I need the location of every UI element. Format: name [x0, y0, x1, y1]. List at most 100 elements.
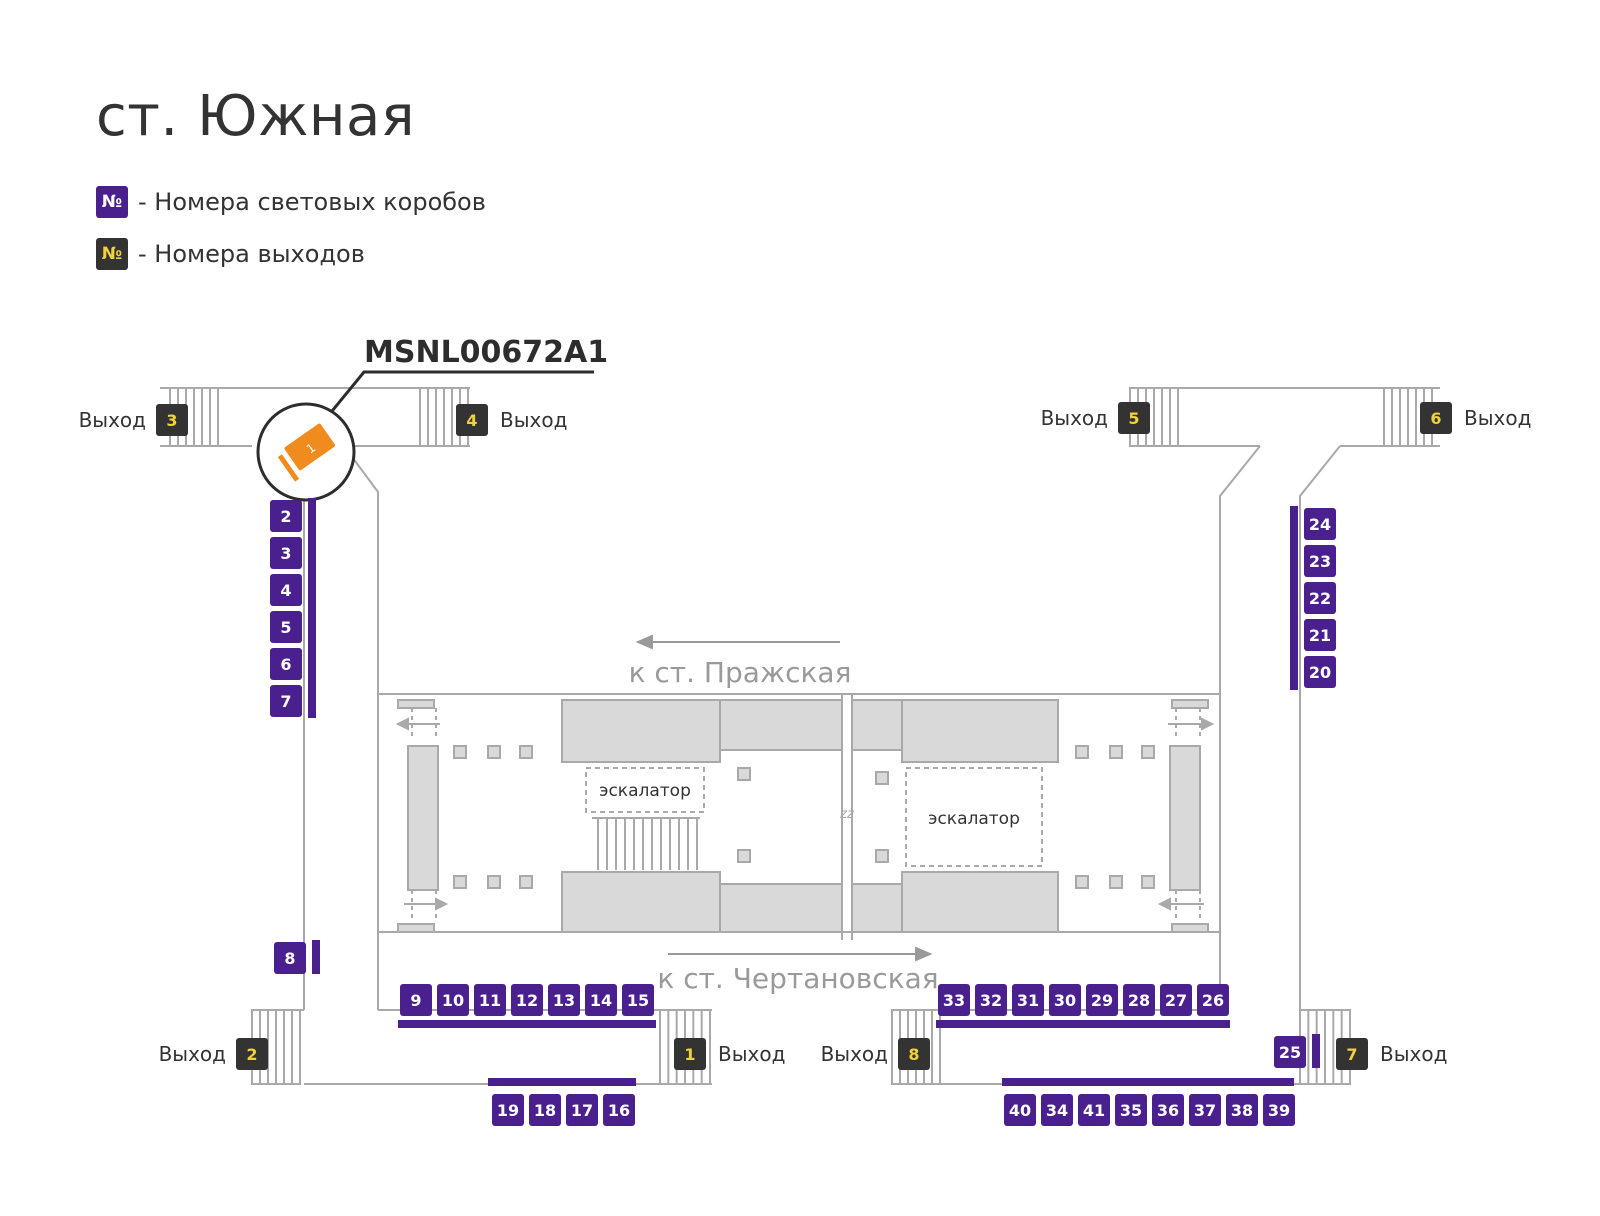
light-box-wall-bar: [488, 1078, 636, 1086]
light-box-19[interactable]: 19: [492, 1094, 524, 1126]
light-box-34[interactable]: 34: [1041, 1094, 1073, 1126]
exit-number: 5: [1128, 409, 1139, 428]
light-box-4[interactable]: 4: [270, 574, 302, 606]
light-box-number: 31: [1017, 991, 1039, 1010]
light-box-number: 7: [280, 692, 291, 711]
light-box-number: 26: [1202, 991, 1224, 1010]
light-box-21[interactable]: 21: [1304, 619, 1336, 651]
exit-7[interactable]: 7 Выход: [1336, 1038, 1447, 1070]
light-box-number: 14: [590, 991, 612, 1010]
legend-exit-label: - Номера выходов: [138, 240, 365, 268]
legend-exit-swatch: №: [96, 238, 128, 270]
light-box-number: 38: [1231, 1101, 1253, 1120]
exit-1[interactable]: 1 Выход: [674, 1038, 785, 1070]
light-box-number: 29: [1091, 991, 1113, 1010]
exit-label: Выход: [1380, 1042, 1447, 1066]
light-box-2[interactable]: 2: [270, 500, 302, 532]
light-box-number: 35: [1120, 1101, 1142, 1120]
light-box-number: 16: [608, 1101, 630, 1120]
light-box-39[interactable]: 39: [1263, 1094, 1295, 1126]
light-box-41[interactable]: 41: [1078, 1094, 1110, 1126]
light-box-10[interactable]: 10: [437, 984, 469, 1016]
light-box-30[interactable]: 30: [1049, 984, 1081, 1016]
light-box-number: 24: [1309, 515, 1331, 534]
light-box-wall-bar: [1290, 506, 1298, 690]
track-gap-label: zz: [839, 807, 855, 822]
light-box-9[interactable]: 9: [400, 984, 432, 1016]
light-box-14[interactable]: 14: [585, 984, 617, 1016]
light-box-15[interactable]: 15: [622, 984, 654, 1016]
light-box-3[interactable]: 3: [270, 537, 302, 569]
escalator-label-right: эскалатор: [928, 809, 1020, 829]
light-box-number: 34: [1046, 1101, 1068, 1120]
light-box-16[interactable]: 16: [603, 1094, 635, 1126]
light-box-7[interactable]: 7: [270, 685, 302, 717]
light-box-31[interactable]: 31: [1012, 984, 1044, 1016]
exit-number: 8: [908, 1045, 919, 1064]
light-box-number: 27: [1165, 991, 1187, 1010]
exit-number: 7: [1346, 1045, 1357, 1064]
direction-bottom-label: к ст. Чертановская: [657, 962, 938, 995]
light-box-32[interactable]: 32: [975, 984, 1007, 1016]
light-box-24[interactable]: 24: [1304, 508, 1336, 540]
exit-label: Выход: [79, 408, 146, 432]
light-box-number: 18: [534, 1101, 556, 1120]
exit-label: Выход: [500, 408, 567, 432]
light-box-33[interactable]: 33: [938, 984, 970, 1016]
light-box-25[interactable]: 25: [1274, 1036, 1306, 1068]
light-box-22[interactable]: 22: [1304, 582, 1336, 614]
light-box-number: 23: [1309, 552, 1331, 571]
light-box-wall-bar: [1312, 1034, 1320, 1068]
light-box-number: 12: [516, 991, 538, 1010]
light-box-37[interactable]: 37: [1189, 1094, 1221, 1126]
light-box-number: 6: [280, 655, 291, 674]
light-box-number: 9: [410, 991, 421, 1010]
light-box-6[interactable]: 6: [270, 648, 302, 680]
light-box-wall-bar: [936, 1020, 1230, 1028]
exit-number: 2: [246, 1045, 257, 1064]
exit-3[interactable]: 3 Выход: [79, 404, 188, 436]
highlight-box-icon: [284, 423, 336, 471]
light-box-28[interactable]: 28: [1123, 984, 1155, 1016]
light-box-number: 25: [1279, 1043, 1301, 1062]
light-box-40[interactable]: 40: [1004, 1094, 1036, 1126]
light-box-26[interactable]: 26: [1197, 984, 1229, 1016]
legend-box-swatch: №: [96, 186, 128, 218]
light-box-23[interactable]: 23: [1304, 545, 1336, 577]
exit-4[interactable]: 4 Выход: [456, 404, 567, 436]
light-box-12[interactable]: 12: [511, 984, 543, 1016]
light-box-number: 22: [1309, 589, 1331, 608]
light-box-5[interactable]: 5: [270, 611, 302, 643]
light-box-number: 40: [1009, 1101, 1031, 1120]
light-box-17[interactable]: 17: [566, 1094, 598, 1126]
light-box-13[interactable]: 13: [548, 984, 580, 1016]
light-box-11[interactable]: 11: [474, 984, 506, 1016]
exit-number: 3: [166, 411, 177, 430]
light-box-38[interactable]: 38: [1226, 1094, 1258, 1126]
exit-number: 6: [1430, 409, 1441, 428]
light-box-36[interactable]: 36: [1152, 1094, 1184, 1126]
light-box-29[interactable]: 29: [1086, 984, 1118, 1016]
exit-number: 4: [466, 411, 477, 430]
light-box-20[interactable]: 20: [1304, 656, 1336, 688]
light-box-35[interactable]: 35: [1115, 1094, 1147, 1126]
exit-number: 1: [684, 1045, 695, 1064]
light-box-number: 2: [280, 507, 291, 526]
light-box-number: 15: [627, 991, 649, 1010]
light-box-18[interactable]: 18: [529, 1094, 561, 1126]
light-box-8[interactable]: 8: [274, 942, 306, 974]
light-box-number: 30: [1054, 991, 1076, 1010]
light-box-27[interactable]: 27: [1160, 984, 1192, 1016]
light-box-number: 10: [442, 991, 464, 1010]
light-box-number: 37: [1194, 1101, 1216, 1120]
exit-label: Выход: [718, 1042, 785, 1066]
light-box-wall-bar: [312, 940, 320, 974]
light-box-number: 39: [1268, 1101, 1290, 1120]
light-box-wall-bar: [1002, 1078, 1294, 1086]
legend-light-boxes: № - Номера световых коробов: [96, 186, 486, 218]
